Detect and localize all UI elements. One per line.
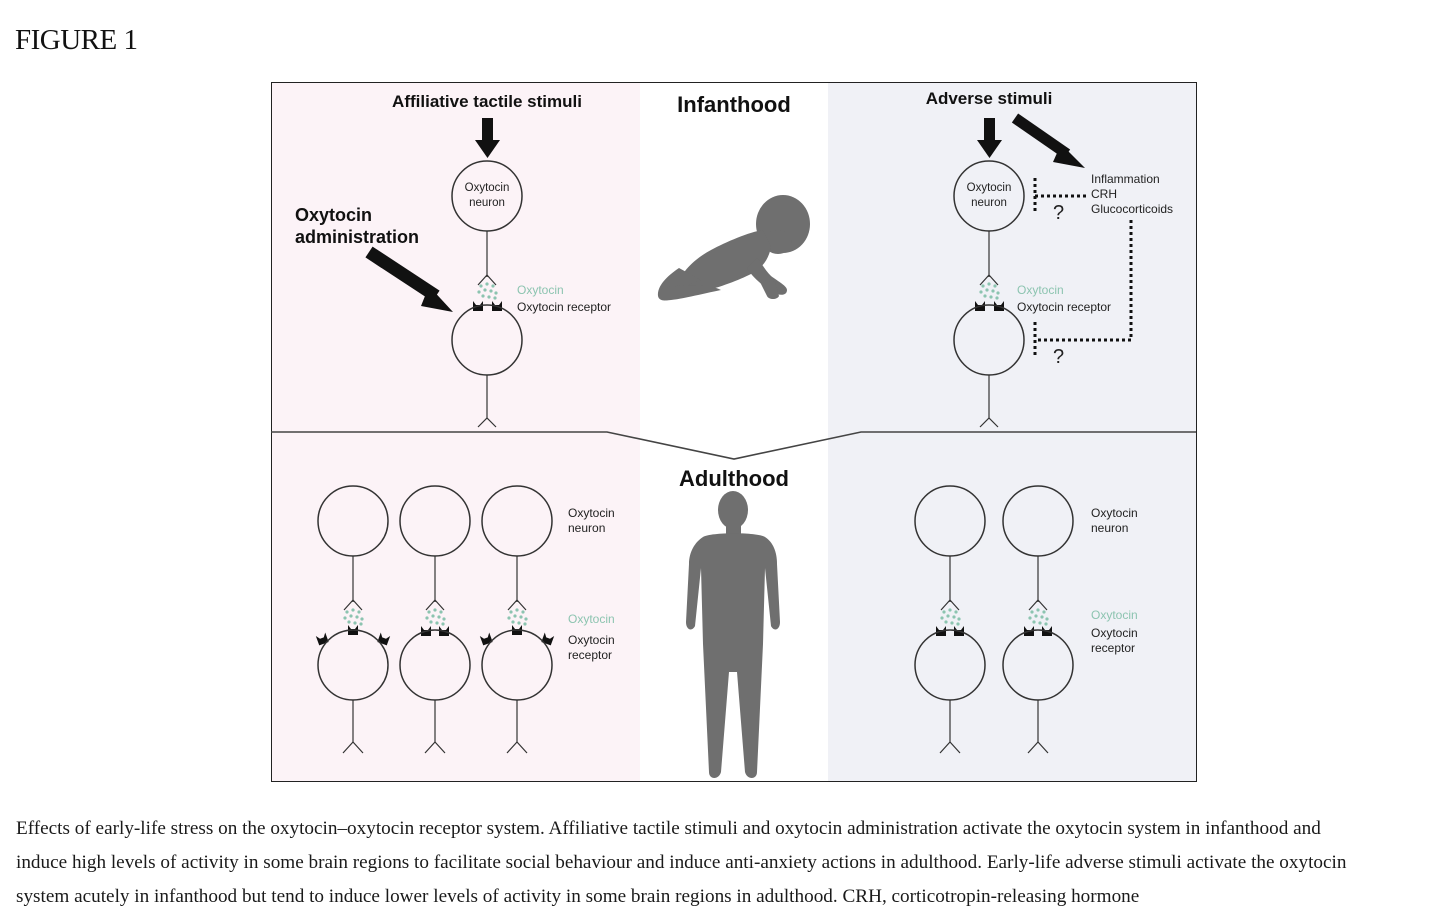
infant-silhouette xyxy=(657,195,810,301)
neuron-pair xyxy=(399,485,471,754)
factor-label: CRH xyxy=(1091,187,1117,201)
figure-heading: FIGURE 1 xyxy=(15,24,138,56)
unknown-effect-mark: ? xyxy=(1053,202,1064,224)
right-adult-panel: Oxytocin neuron Oxytocin Oxytocin recept… xyxy=(914,485,1138,754)
neuron-pair xyxy=(1002,485,1074,754)
receptor-label: receptor xyxy=(568,648,612,662)
diagonal-arrow-icon xyxy=(1011,113,1085,168)
neuron-pair xyxy=(315,485,391,754)
factor-label: Inflammation xyxy=(1091,172,1160,186)
receptor-label: Oxytocin xyxy=(568,633,615,647)
neuron-pair xyxy=(479,485,555,754)
down-arrow-icon xyxy=(977,118,1002,158)
oxytocin-label: Oxytocin xyxy=(517,283,564,297)
affiliative-stimuli-label: Affiliative tactile stimuli xyxy=(392,92,582,111)
receptor-label: Oxytocin receptor xyxy=(1017,300,1111,314)
stage-divider xyxy=(271,431,1196,460)
receptor-label: Oxytocin xyxy=(1091,626,1138,640)
factor-label: Glucocorticoids xyxy=(1091,202,1173,216)
oxytocin-label: Oxytocin xyxy=(1017,283,1064,297)
infanthood-title: Infanthood xyxy=(677,92,791,117)
neuron-label: neuron xyxy=(1091,521,1128,535)
oxytocin-administration-label: Oxytocin xyxy=(295,205,372,225)
neuron-pair xyxy=(914,485,986,754)
diagonal-arrow-icon xyxy=(365,246,453,312)
figure-diagram: Infanthood Adulthood Affiliative tactile… xyxy=(271,82,1197,782)
left-infant-panel: Affiliative tactile stimuli Oxytocin adm… xyxy=(295,92,611,428)
unknown-effect-mark: ? xyxy=(1053,346,1064,368)
oxytocin-label: Oxytocin xyxy=(568,612,615,626)
neuron-label: Oxytocin xyxy=(967,182,1012,194)
neuron-label: Oxytocin xyxy=(568,506,615,520)
neuron-label: neuron xyxy=(971,197,1007,209)
figure-caption: Effects of early-life stress on the oxyt… xyxy=(16,812,1448,914)
caption-line: system acutely in infanthood but tend to… xyxy=(16,886,1140,907)
oxytocin-administration-label: administration xyxy=(295,227,419,247)
adult-silhouette xyxy=(686,491,780,778)
adulthood-title: Adulthood xyxy=(679,466,789,491)
adverse-stimuli-label: Adverse stimuli xyxy=(926,89,1053,108)
neuron-label: neuron xyxy=(568,521,605,535)
neuron-label: Oxytocin xyxy=(1091,506,1138,520)
neuron-label: neuron xyxy=(469,197,505,209)
neuron-label: Oxytocin xyxy=(465,182,510,194)
right-infant-panel: Adverse stimuli Inflammation CRH Glucoco… xyxy=(926,89,1173,428)
oxytocin-label: Oxytocin xyxy=(1091,608,1138,622)
caption-line: Effects of early-life stress on the oxyt… xyxy=(16,818,1321,839)
inhibition-dotted-line xyxy=(1033,178,1133,358)
left-adult-panel: Oxytocin neuron Oxytocin Oxytocin recept… xyxy=(315,485,615,754)
caption-line: induce high levels of activity in some b… xyxy=(16,852,1347,873)
receptor-label: Oxytocin receptor xyxy=(517,300,611,314)
receptor-label: receptor xyxy=(1091,641,1135,655)
down-arrow-icon xyxy=(475,118,500,158)
